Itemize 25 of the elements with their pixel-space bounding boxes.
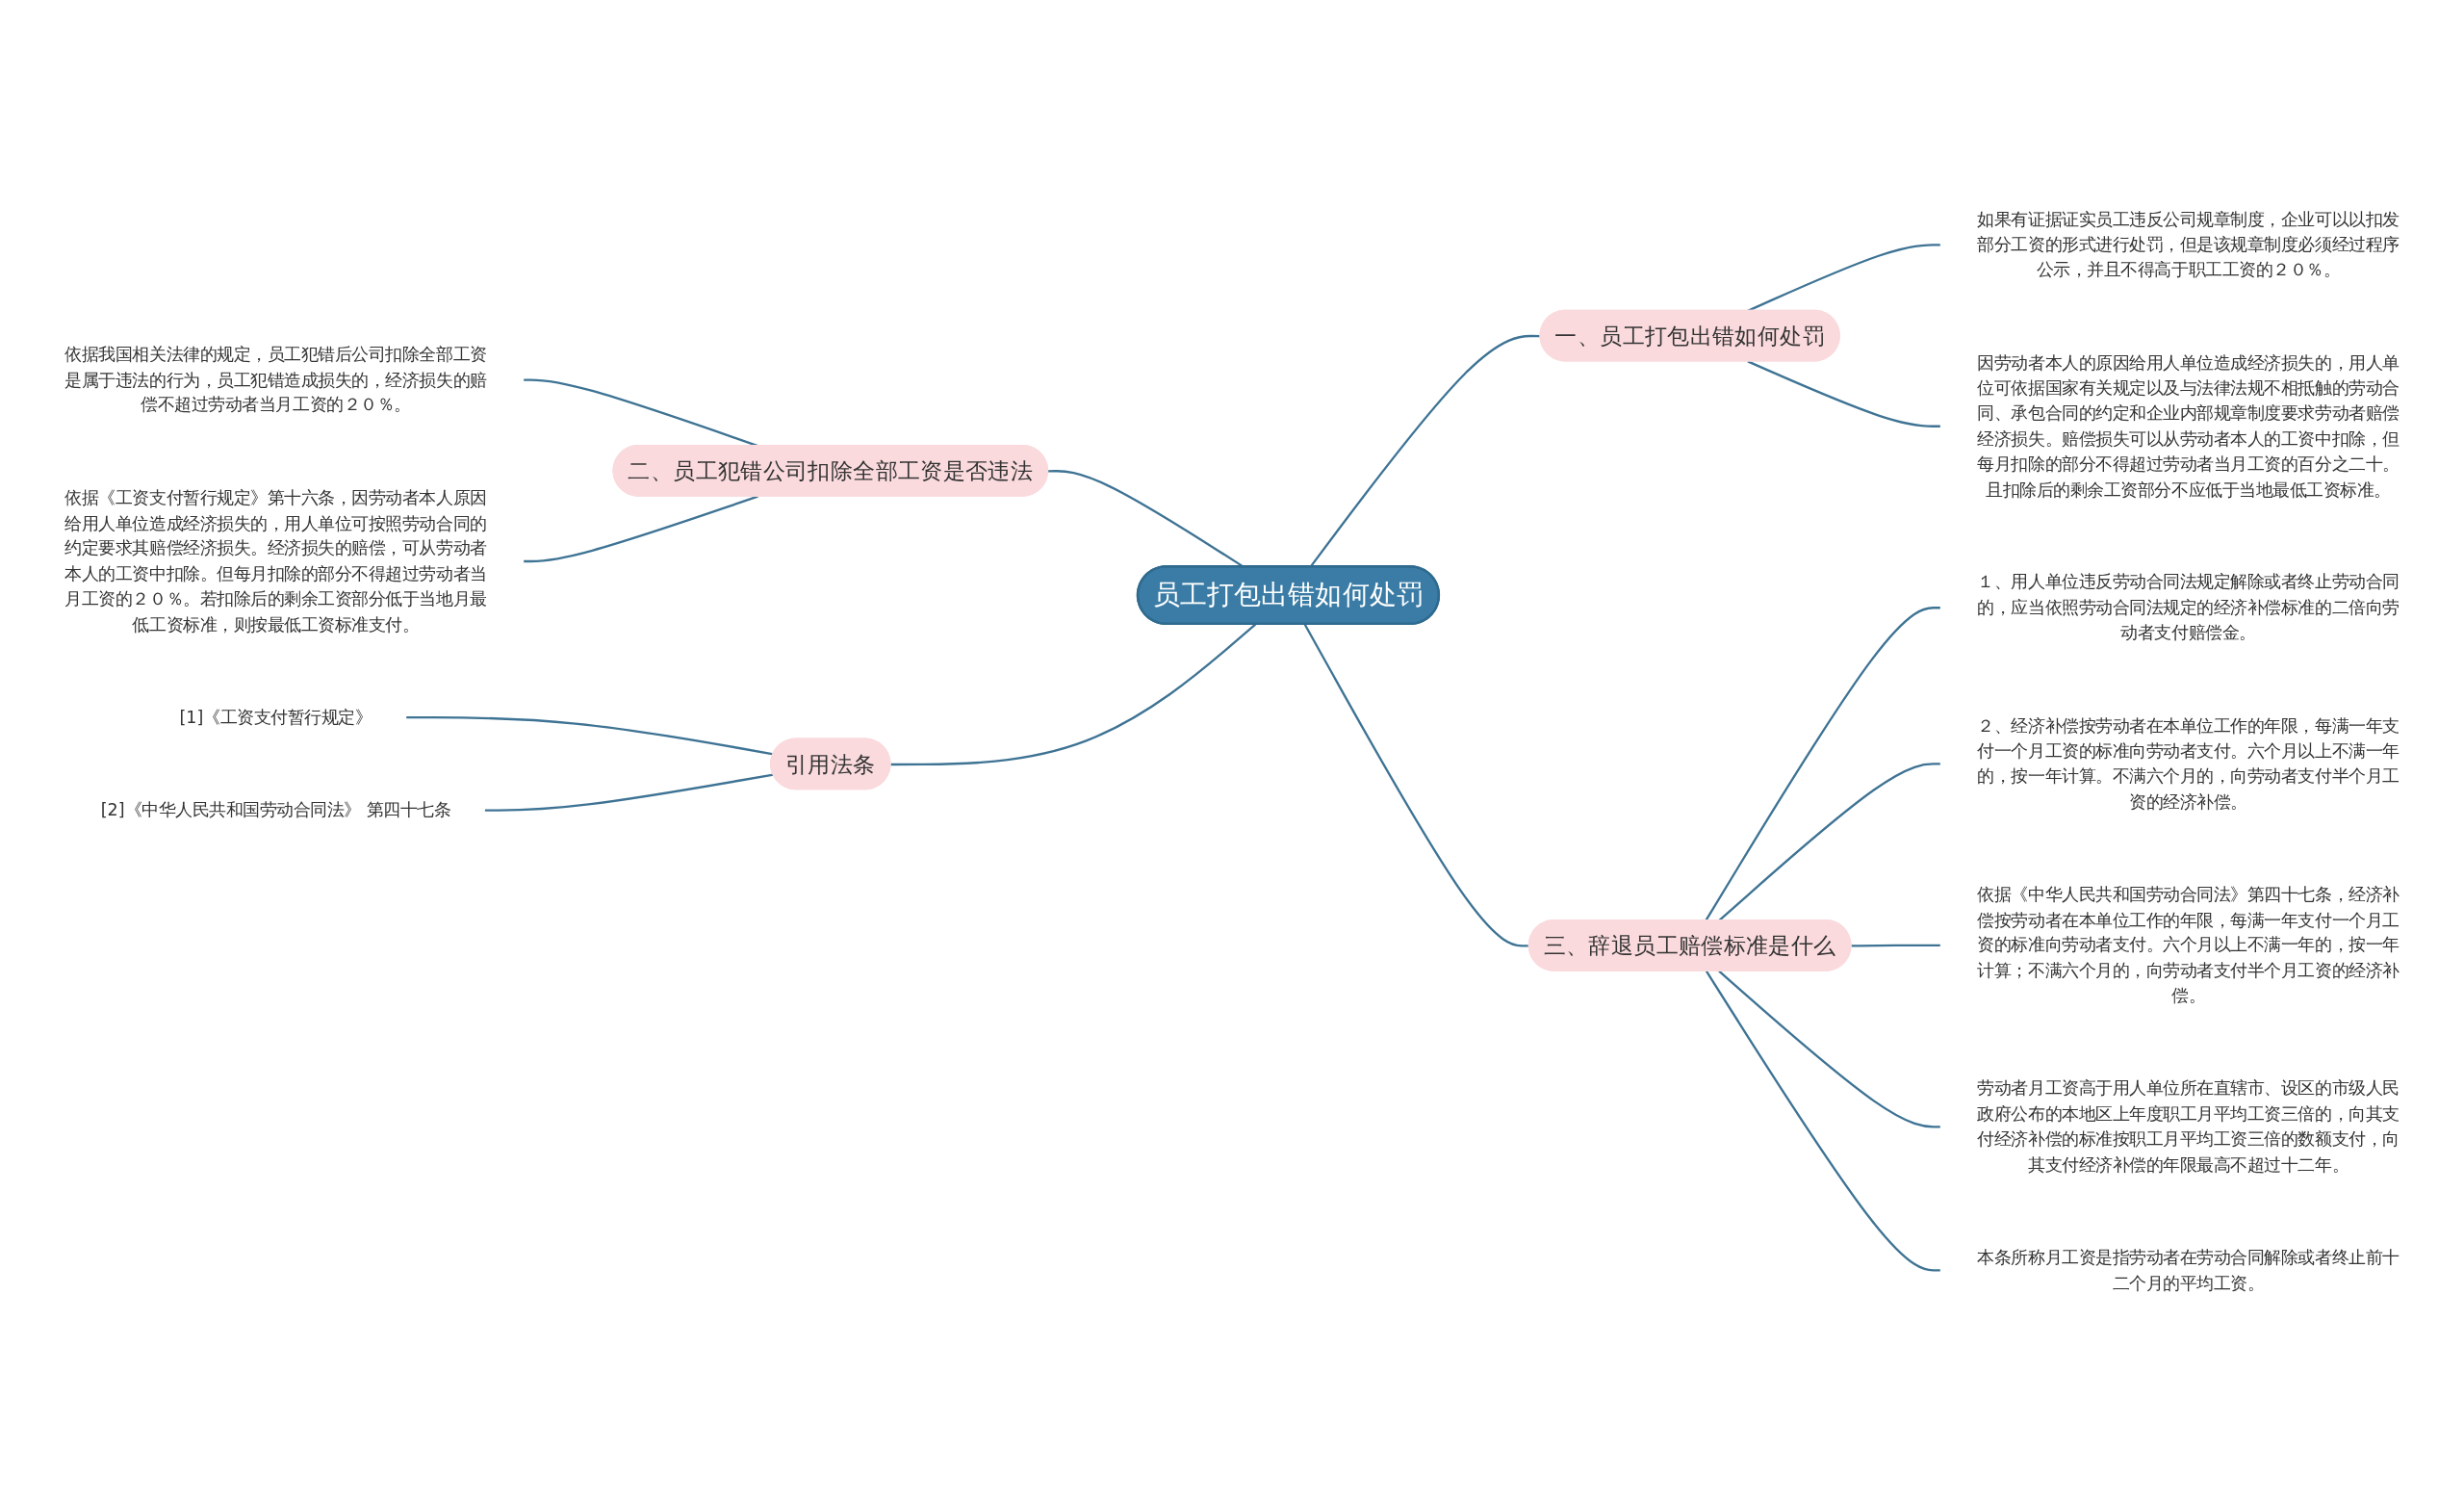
connector bbox=[1718, 970, 1941, 1128]
node-text: 依据《中华人民共和国劳动合同法》第四十七条，经济补偿按劳动者在本单位工作的年限，每满一年支付一个月工资的标准向劳动者支付。六个月以上不满一年的，按一年计算；不满六个月的，向劳动者支付半个月工资的经济补偿。 bbox=[1977, 884, 2400, 1006]
node-text: 劳动者月工资高于用人单位所在直辖市、设区的市级人民政府公布的本地区上年度职工月平均工资三倍的，向其支付经济补偿的标准按职工月平均工资三倍的数额支付，向其支付经济补偿的年限最高不超过十二年。 bbox=[1977, 1077, 2400, 1175]
connector bbox=[1718, 763, 1941, 921]
connector bbox=[890, 623, 1257, 765]
connector bbox=[1705, 606, 1941, 921]
node-text: ２、经济补偿按劳动者在本单位工作的年限，每满一年支付一个月工资的标准向劳动者支付。六个月以上不满一年的，按一年计算。不满六个月的，向劳动者支付半个月工资的经济补偿。 bbox=[1977, 714, 2400, 812]
connector bbox=[523, 378, 758, 447]
connector bbox=[1303, 623, 1529, 947]
node-text: [1]《工资支付暂行规定》 bbox=[179, 707, 372, 728]
node-text: 依据《工资支付暂行规定》第十六条，因劳动者本人原因给用人单位造成经济损失的，用人单位可按照劳动合同的约定要求其赔偿经济损失。经济损失的赔偿，可从劳动者本人的工资中扣除。但每月扣除的部分不得超过劳动者当月工资的２０％。若扣除后的剩余工资部分低于当地月最低工资标准，则按最低工资标准支付。 bbox=[64, 487, 487, 634]
connector bbox=[484, 773, 774, 812]
mind-map: 员工打包出错如何处罚 一、员工打包出错如何处罚 如果有证据证实员工违反公司规章制度，企业可以以扣发部分工资的形式进行处罚，但是该规章制度必须经过程序公示，并且不得高于职工工资的２０％。 因劳动者本人的原因给用人单位造成经济损失的，用人单位可依据国家有关规定以及与法律法规不相抵触的劳动合同、承包合同的约定和企业内部规章制度要求劳动者赔偿经济损失。赔偿损失可以从劳动者本人的工资中扣除，但每月扣除的部分不得超过劳动者当月工资的百分之二十。且扣除后的剩余工资部分不应低于当地最低工资标准。 二、员工犯错公司扣除全部工资是否违法 依据我国相关法律的规定，员工犯错后公司扣除全部工资是属于违法的行为，员工犯错造成损失的，经济损失的赔偿不超过劳动者当月工资的２０％。 依据《工资支付暂行规定》第十六条，因劳动者本人原因给用人单位造成经济损失的，用人单位可按照劳动合同的约定要求其赔偿经济损失。经济损失的赔偿，可从劳动者本人的工资中扣除。但每月扣除的部分不得超过劳动者当月工资的２０％。若扣除后的剩余工资部分低于当地月最低工资标准，则按最低工资标准支付。 引用法条 [1]《工资支付暂行规定》 [2]《中华人民共和国劳动合同法》 第四十七条 三、辞退员工赔偿标准是什么 １、用人单位违反劳动合同法规定解除或者终止劳动合同的，应当依照劳动合同法规定的经济补偿标准的二倍向劳动者支付赔偿金。 ２、经济补偿按劳动者在本单位工作的年限，每满一年支付一个月工资的标准向劳动者支付。六个月以上不满一年的，按一年计算。不满六个月的，向劳动者支付半个月工资的经济补偿。 依据《中华人民共和国劳动合同法》第四十七条，经济补偿按劳动者在本单位工作的年限，每满一年支付一个月工资的标准向劳动者支付。六个月以上不满一年的，按一年计算；不满六个月的，向劳动者支付半个月工资的经济补偿。 劳动者月工资高于用人单位所在直辖市、设区的市级人民政府公布的本地区上年度职工月平均工资三倍的，向其支付经济补偿的标准按职工月平均工资三倍的数额支付，向其支付经济补偿的年限最高不超过十二年。 本条所称月工资是指劳动者在劳动合同解除或者终止前十二个月的平均工资。 bbox=[19, 180, 2445, 1322]
node-text: 因劳动者本人的原因给用人单位造成经济损失的，用人单位可依据国家有关规定以及与法律法规不相抵触的劳动合同、承包合同的约定和企业内部规章制度要求劳动者赔偿经济损失。赔偿损失可以从劳动者本人的工资中扣除，但每月扣除的部分不得超过劳动者当月工资的百分之二十。且扣除后的剩余工资部分不应低于当地最低工资标准。 bbox=[1977, 351, 2400, 500]
node-text: 依据我国相关法律的规定，员工犯错后公司扣除全部工资是属于违法的行为，员工犯错造成损失的，经济损失的赔偿不超过劳动者当月工资的２０％。 bbox=[64, 344, 487, 415]
connector bbox=[1747, 243, 1941, 312]
connector bbox=[1705, 970, 1941, 1272]
connector bbox=[523, 495, 758, 562]
node-text: １、用人单位违反劳动合同法规定解除或者终止劳动合同的，应当依照劳动合同法规定的经济补偿标准的二倍向劳动者支付赔偿金。 bbox=[1977, 571, 2400, 643]
connector bbox=[1747, 360, 1941, 427]
node-text: [2]《中华人民共和国劳动合同法》 第四十七条 bbox=[100, 799, 451, 820]
connector bbox=[405, 715, 774, 756]
connector bbox=[1851, 944, 1941, 947]
node-text: 如果有证据证实员工违反公司规章制度，企业可以以扣发部分工资的形式进行处罚，但是该规章制度必须经过程序公示，并且不得高于职工工资的２０％。 bbox=[1977, 208, 2400, 280]
node-text: 本条所称月工资是指劳动者在劳动合同解除或者终止前十二个月的平均工资。 bbox=[1977, 1247, 2400, 1293]
